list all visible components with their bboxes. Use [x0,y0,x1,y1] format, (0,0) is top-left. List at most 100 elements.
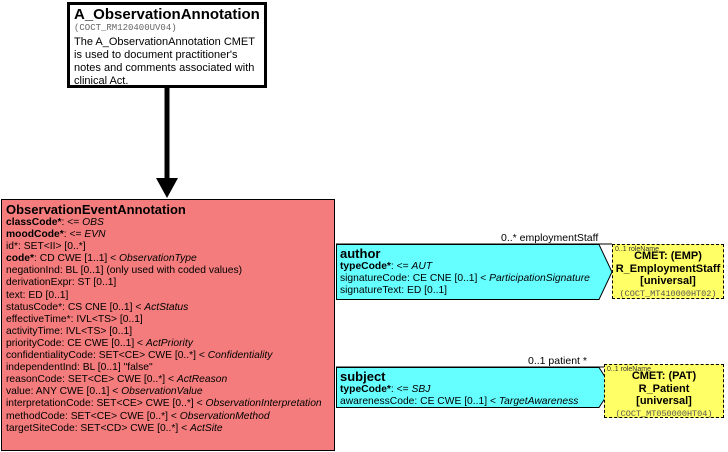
attribute-vocabulary: ObservationValue [121,386,203,398]
attribute-type: : SET<CE> CWE [0..*] < [64,410,180,422]
attribute-line: classCode*: <= OBS [6,217,334,229]
attribute-name: moodCode* [6,229,64,241]
cmet-patient: 0..1 roleName CMET: (PAT) R_Patient [uni… [604,364,724,419]
attribute-name: targetSiteCode [6,422,75,434]
attribute-type: : <= [61,217,83,228]
attribute-type: : BL [0..1] (only used with coded values… [59,265,243,277]
attribute-vocabulary: ActReason [176,374,228,386]
attribute-type: : ED [0..1] [401,285,448,297]
attribute-type: : SET<CE> CWE [0..*] < [93,350,208,362]
cmet-employment-code: (COCT_MT410000HT02) [619,288,717,299]
attribute-line: priorityCode: CE CWE [0..1] < ActPriorit… [6,338,334,350]
attribute-line: typeCode*: <= SBJ [340,384,578,396]
class-title: ObservationEventAnnotation [6,202,186,217]
attribute-line: id*: SET<II> [0..*] [6,241,334,253]
attribute-type: : <= [390,384,412,395]
attribute-line: text: ED [0..1] [6,290,334,302]
attribute-type: : <= [390,261,412,272]
attribute-name: signatureCode [340,273,407,285]
author-title: author [340,246,381,261]
attribute-name: typeCode* [340,384,391,395]
attribute-vocabulary: AUT [411,261,433,272]
attribute-vocabulary: SBJ [411,384,431,395]
attribute-line: derivationExpr: ST [0..1] [6,277,334,289]
attribute-line: code*: CD CWE [1..1] < ObservationType [6,253,334,265]
cmet-employment-line2: R_EmploymentStaff [615,262,721,275]
attribute-line: confidentialityCode: SET<CE> CWE [0..*] … [6,350,334,362]
cmet-patient-code: (COCT_MT050000HT04) [615,408,713,419]
attribute-vocabulary: ObservationMethod [179,410,270,422]
attribute-name: statusCode* [6,301,63,313]
cmet-employment-line1: CMET: (EMP) [634,250,702,262]
attribute-vocabulary: ActSite [190,422,223,434]
cmet-employment-line3: [universal] [640,275,696,287]
attribute-line: typeCode*: <= AUT [340,261,590,273]
attribute-type: : CE CWE [0..1] < [61,337,146,349]
attribute-type: : CE CNE [0..1] < [406,273,490,285]
attribute-name: confidentialityCode [6,350,94,362]
attribute-name: interpretationCode [6,398,91,410]
attribute-vocabulary: ObservationInterpretation [205,398,322,410]
attribute-name: effectiveTime* [6,313,71,325]
attribute-name: classCode* [6,217,62,228]
entry-point-box: A_ObservationAnnotation (COCT_RM120400UV… [67,2,267,88]
attribute-type: : SET<II> [0..*] [18,241,86,253]
cmet-employment-staff: 0..1 roleName CMET: (EMP) R_EmploymentSt… [612,244,724,299]
attribute-type: : ED [0..1] [22,289,69,301]
attribute-line: signatureText: ED [0..1] [340,285,590,297]
attribute-line: activityTime: IVL<TS> [0..1] [6,326,334,338]
attribute-line: effectiveTime*: IVL<TS> [0..1] [6,314,334,326]
attribute-type: : CE CWE [0..1] < [414,396,499,408]
attribute-name: priorityCode [6,337,62,349]
attribute-vocabulary: ParticipationSignature [489,273,590,285]
attribute-line: moodCode*: <= EVN [6,229,334,241]
attribute-line: methodCode: SET<CE> CWE [0..*] < Observa… [6,411,334,423]
attribute-line: awarenessCode: CE CWE [0..1] < TargetAwa… [340,396,578,408]
cmet-patient-role-label: 0..1 roleName [607,366,651,373]
cmet-employment-role-label: 0..1 roleName [615,246,659,253]
entry-title: A_ObservationAnnotation [74,6,260,23]
entry-description: The A_ObservationAnnotation CMET is used… [74,36,255,87]
attribute-vocabulary: Confidentiality [207,350,273,362]
attribute-name: reasonCode [6,374,63,386]
attribute-name: value [6,386,31,398]
attribute-name: negationInd [6,265,60,277]
attribute-vocabulary: OBS [82,217,104,228]
attribute-type: : IVL<TS> [0..1] [59,325,133,337]
author-cardinality-label: 0..* employmentStaff [501,232,599,244]
attribute-line: negationInd: BL [0..1] (only used with c… [6,265,334,277]
attribute-type: : CD CWE [1..1] < [34,253,120,265]
attribute-type: : SET<CD> CWE [0..*] < [74,422,191,434]
attribute-vocabulary: ActStatus [144,301,189,313]
attribute-name: code* [6,253,35,265]
attribute-line: reasonCode: SET<CE> CWE [0..*] < ActReas… [6,374,334,386]
attribute-name: awarenessCode [340,396,415,408]
attribute-line: targetSiteCode: SET<CD> CWE [0..*] < Act… [6,423,334,435]
subject-cardinality-label: 0..1 patient * [528,355,587,367]
attribute-type: : ANY CWE [0..1] < [30,386,122,398]
attribute-line: signatureCode: CE CNE [0..1] < Participa… [340,273,590,285]
attribute-line: value: ANY CWE [0..1] < ObservationValue [6,386,334,398]
attribute-type: : <= [63,229,85,241]
attribute-line: independentInd: BL [0..1] "false" [6,362,334,374]
cmet-patient-line2: R_Patient [638,382,690,395]
attribute-type: : ST [0..1] [71,277,117,289]
attribute-name: typeCode* [340,261,391,272]
attribute-vocabulary: TargetAwareness [498,396,579,408]
attribute-name: signatureText [340,285,402,297]
cmet-patient-line1: CMET: (PAT) [631,370,697,382]
attribute-name: independentInd [6,362,78,374]
observation-event-annotation-class: ObservationEventAnnotation classCode*: <… [1,199,335,451]
attribute-type: : BL [0..1] "false" [77,362,153,374]
attribute-vocabulary: ObservationType [119,253,197,265]
